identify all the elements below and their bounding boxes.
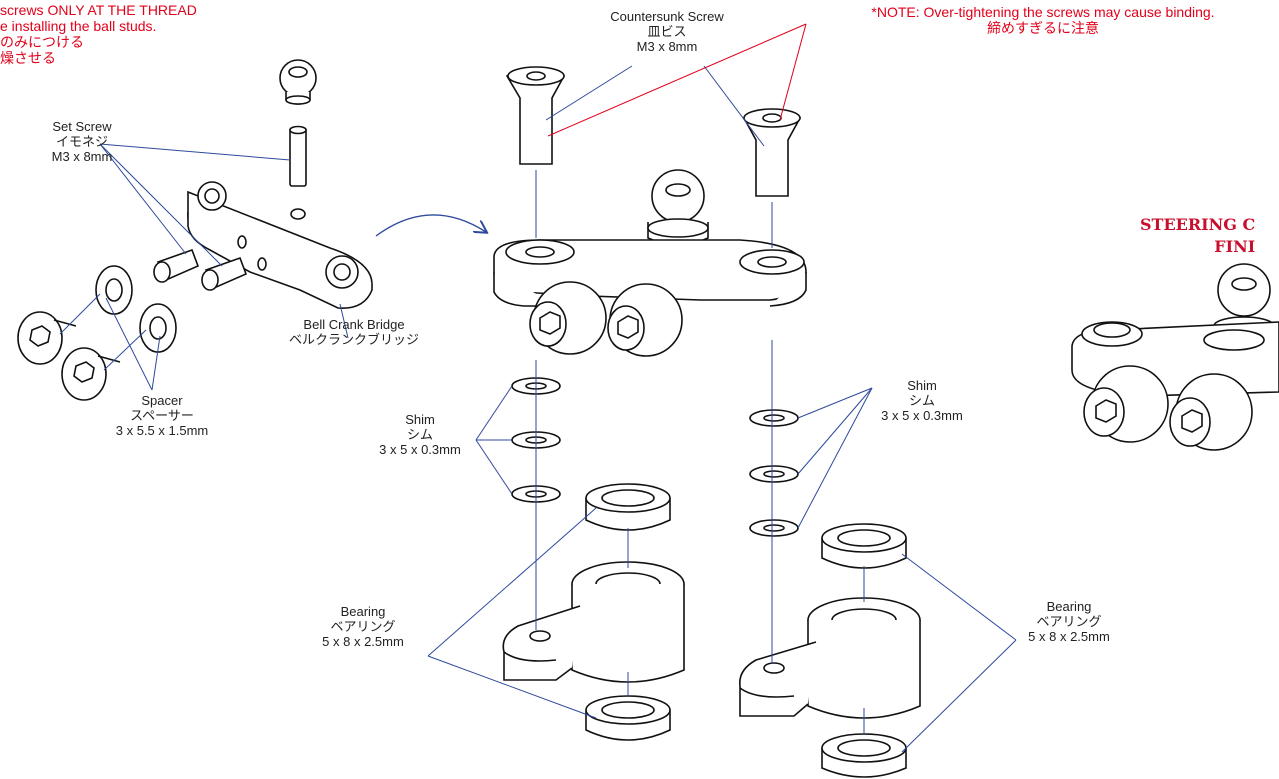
label-line: 5 x 8 x 2.5mm	[322, 634, 404, 649]
label-line: Shim	[907, 378, 937, 393]
section-title: STEERING C FINI	[1140, 214, 1255, 258]
crank-arm-icon	[502, 561, 685, 683]
label-line: Spacer	[141, 393, 183, 408]
countersunk-screw-icon	[505, 66, 802, 197]
button-screw-icon	[17, 311, 121, 401]
label-line: Bearing	[1046, 599, 1092, 614]
button-screw-icon	[1083, 365, 1253, 451]
label-line: シム	[406, 427, 433, 442]
label-bell-crank-bridge: Bell Crank Bridge ベルクランクブリッジ	[274, 317, 434, 347]
label-bearing-left: Bearing ベアリング 5 x 8 x 2.5mm	[298, 604, 428, 649]
label-line: Bearing	[340, 604, 386, 619]
label-line: Bell Crank Bridge	[303, 317, 405, 332]
label-countersunk-screw: Countersunk Screw 皿ビス M3 x 8mm	[592, 9, 742, 54]
label-line: 皿ビス	[647, 24, 687, 39]
middle-assembly	[493, 66, 921, 778]
label-shim-right: Shim シム 3 x 5 x 0.3mm	[862, 378, 982, 423]
left-subassembly	[17, 59, 373, 401]
label-bearing-right: Bearing ベアリング 5 x 8 x 2.5mm	[1004, 599, 1134, 644]
bearing-icon	[585, 483, 671, 741]
label-line: M3 x 8mm	[636, 39, 698, 54]
finished-assembly	[1071, 263, 1279, 451]
label-line: シム	[908, 393, 935, 408]
label-line: M3 x 8mm	[51, 149, 113, 164]
note-line: *NOTE: Over-tightening the screws may ca…	[871, 4, 1215, 20]
note-line: screws ONLY AT THE THREAD	[0, 2, 197, 18]
warning-leader-lines	[547, 23, 807, 137]
label-line: Shim	[405, 412, 435, 427]
title-line: STEERING C	[1140, 215, 1256, 234]
bearing-icon	[821, 523, 907, 778]
label-line: スペーサー	[130, 408, 194, 423]
ball-stud-icon	[279, 59, 317, 105]
label-shim-left: Shim シム 3 x 5 x 0.3mm	[360, 412, 480, 457]
note-line: 締めすぎるに注意	[987, 20, 1099, 36]
bell-crank-bridge-icon	[187, 181, 373, 309]
washer-icon	[95, 265, 177, 353]
thread-lock-note: screws ONLY AT THE THREAD e installing t…	[0, 2, 197, 66]
label-set-screw: Set Screw イモネジ M3 x 8mm	[22, 119, 142, 164]
label-line: 3 x 5 x 0.3mm	[379, 442, 461, 457]
button-screw-icon	[529, 281, 683, 357]
middle-leader-lines	[427, 65, 1017, 753]
label-line: ベルクランクブリッジ	[288, 332, 419, 347]
label-line: 3 x 5 x 0.3mm	[881, 408, 963, 423]
label-spacer: Spacer スペーサー 3 x 5.5 x 1.5mm	[92, 393, 232, 438]
set-screw-icon	[289, 125, 307, 187]
label-line: ベアリング	[330, 619, 396, 634]
note-line: のみにつける	[0, 34, 84, 50]
shim-icon	[749, 409, 799, 537]
transition-arrow	[375, 214, 486, 237]
label-line: 5 x 8 x 2.5mm	[1028, 629, 1110, 644]
left-leader-lines	[59, 143, 349, 391]
label-line: Countersunk Screw	[610, 9, 724, 24]
title-line: FINI	[1214, 237, 1256, 256]
alignment-axis	[535, 170, 865, 734]
crank-arm-icon	[739, 597, 921, 719]
ball-stud-icon	[647, 169, 709, 246]
note-line: e installing the ball studs.	[0, 18, 157, 34]
overtighten-note: *NOTE: Over-tightening the screws may ca…	[808, 4, 1278, 36]
label-line: 3 x 5.5 x 1.5mm	[115, 423, 209, 438]
label-line: ベアリング	[1036, 614, 1102, 629]
spacer-icon	[153, 248, 248, 291]
note-line: 燥させる	[0, 50, 56, 66]
label-line: イモネジ	[55, 134, 108, 149]
label-line: Set Screw	[52, 119, 112, 134]
